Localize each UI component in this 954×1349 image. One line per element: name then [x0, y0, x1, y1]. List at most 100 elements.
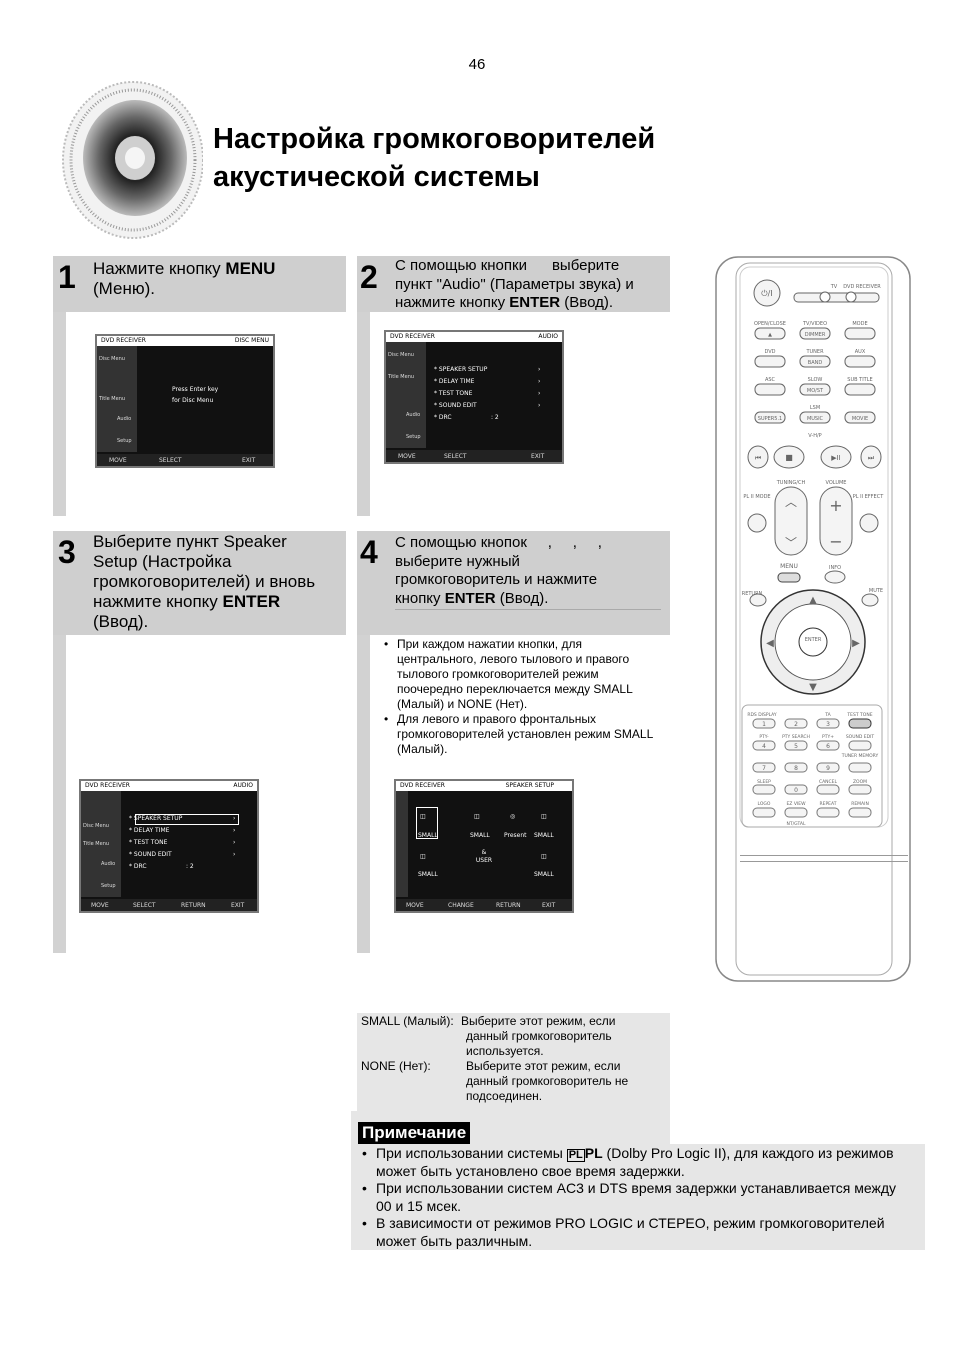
screen-4-side-strip [396, 791, 408, 897]
tuning-down-icon: ﹀ [785, 536, 797, 550]
screen-3-side-audio: Audio [101, 861, 116, 867]
speaker-sl-icon: ◫ [420, 853, 426, 860]
step-4-line-2: выберите нужный [395, 553, 667, 572]
remote-inner-outline [735, 262, 893, 976]
step-text-segment: (Ввод). [93, 612, 149, 631]
nav-right-icon: ▶ [852, 638, 860, 649]
step-text-segment: С помощью кнопки выберите [395, 257, 620, 274]
step-3-line-3: громкоговорителей) и вновь [93, 572, 343, 592]
remote-button-1-1 [799, 355, 831, 368]
screen-3-drc-value: : 2 [186, 863, 194, 870]
tuner-memory-button [848, 762, 872, 773]
screen-3-bottom-exit: EXIT [231, 902, 245, 909]
note-item-1-line-2: может быть установлено свое время задерж… [376, 1162, 685, 1179]
definition-small-line-1: Выберите этот режим, если [461, 1014, 616, 1028]
tv-dvd-switch [793, 292, 880, 303]
tuning-rocker [774, 486, 808, 556]
screen-audio-menu: DVD RECEIVER AUDIO Disc Menu Title Menu … [384, 330, 564, 464]
remote-pty-minus-label: PTY- [759, 734, 769, 740]
remote-info-label: INFO [829, 565, 841, 571]
remote-label-1-0: DVD [764, 349, 775, 355]
digit-label-5: 5 [794, 743, 798, 750]
screen-3-item-delay-time: * DELAY TIME [129, 827, 170, 834]
note-item-1-prefix: При использовании системы [376, 1145, 563, 1161]
step-text-segment: (Меню). [93, 279, 155, 298]
screen-2-side-setup: Setup [406, 434, 421, 440]
screen-1-message: Press Enter key for Disc Menu [172, 384, 218, 406]
volume-up-icon: + [829, 496, 842, 515]
remote-label-1-1: TUNER [805, 349, 824, 355]
transport-button-0 [747, 445, 769, 469]
screen-4-bottom-change: CHANGE [448, 902, 474, 909]
step-2-rail [357, 312, 370, 516]
remote-label-2-2: SUB TITLE [847, 377, 872, 383]
remote-button-3-1 [799, 411, 831, 424]
screen-1-message-line-2: for Disc Menu [172, 397, 214, 404]
step-text-segment: громкоговоритель и нажмите [395, 571, 598, 588]
step-4-line-3: громкоговоритель и нажмите [395, 571, 667, 590]
remote-button-3-2 [844, 411, 876, 424]
screen-3-bottom-return: RETURN [181, 902, 206, 909]
screen-3-arrow-2: › [233, 827, 236, 834]
speaker-sr-label: SMALL [534, 871, 554, 878]
screen-3-arrow-3: › [233, 839, 236, 846]
step-4-bullet-line: (Малый) и NONE (Нет). [397, 697, 528, 711]
digit-button-9 [816, 762, 840, 773]
screen-2-bottom-select: SELECT [444, 453, 467, 460]
remote-divider-2 [740, 861, 908, 862]
speaker-fl-icon: ◫ [420, 813, 426, 820]
note-item-3: В зависимости от режимов PRO LOGIC и СТЕ… [354, 1215, 924, 1250]
remote-button-0-2 [844, 327, 876, 340]
definition-small-line-2: данный громкоговоритель [466, 1029, 612, 1043]
screen-2-arrow-2: › [538, 378, 541, 385]
screen-1-bottom-select: SELECT [159, 457, 182, 464]
step-3-rail [53, 635, 66, 953]
step-1-line-2: (Меню). [93, 279, 343, 299]
digit-label-1: 1 [762, 721, 766, 728]
screen-4-bottom-exit: EXIT [542, 902, 556, 909]
digit-button-7 [752, 762, 776, 773]
speaker-fr-label: SMALL [534, 832, 554, 839]
note-item-2: При использовании систем AC3 и DTS время… [354, 1180, 924, 1215]
remote-ez-view-label: EZ VIEW [786, 801, 806, 807]
step-text-segment: Setup (Настройка [93, 552, 232, 571]
nav-up-icon: ▲ [809, 595, 817, 606]
definition-none-term: NONE (Нет): [361, 1059, 431, 1073]
step-1-header: 1 Нажмите кнопку MENU(Меню). [53, 256, 346, 312]
screen-3-selection-box [135, 814, 239, 825]
play-pause-icon: ▶II [831, 454, 841, 462]
step-3-line-4: нажмите кнопку ENTER [93, 592, 343, 612]
next-icon: ⏭ [868, 454, 875, 462]
screen-4-logo: DVD RECEIVER [400, 782, 445, 789]
keypad-panel [741, 704, 883, 828]
screen-2-item-drc: * DRC [434, 414, 452, 421]
step-4-bullet-1: При каждом нажатии кнопки, дляцентрально… [382, 637, 667, 712]
screen-3-logo: DVD RECEIVER [85, 782, 130, 789]
remote-enter-label: ENTER [805, 637, 822, 643]
step-text-segment: Выберите пункт Speaker [93, 532, 287, 551]
step-text-bold: MENU [225, 259, 276, 278]
nav-left-icon: ◀ [766, 638, 774, 649]
nav-down-icon: ▼ [809, 682, 817, 693]
remote-label-0-2: MODE [852, 321, 867, 327]
remote-sleep-label: SLEEP [757, 779, 771, 785]
digit-button-2 [784, 718, 808, 729]
note-item-3-line-2: может быть различным. [376, 1232, 533, 1249]
remote-button-label-2-1: MO/ST [807, 388, 824, 394]
screen-2-item-test-tone: * TEST TONE [434, 390, 473, 397]
screen-disc-menu: DVD RECEIVER DISC MENU Disc Menu Title M… [95, 334, 275, 468]
screen-3-bottom-move: MOVE [91, 902, 109, 909]
step-4-bullet-line: Для левого и правого фронтальных [397, 712, 596, 726]
remote-label-2-0: ASC [765, 377, 776, 383]
remote-divider [740, 855, 908, 856]
screen-2-arrow-4: › [538, 402, 541, 409]
bottom-row-button-0 [752, 807, 776, 818]
note-item-2-line-2: 00 и 15 мсек. [376, 1197, 462, 1214]
screen-1-side-setup: Setup [117, 438, 132, 444]
screen-3-item-test-tone: * TEST TONE [129, 839, 168, 846]
screen-3-arrow-1: › [233, 815, 236, 822]
step-4-bullet-2: Для левого и правого фронтальныхгромкого… [382, 712, 667, 757]
step-text-segment: пункт "Audio" (Параметры звука) и [395, 275, 634, 293]
